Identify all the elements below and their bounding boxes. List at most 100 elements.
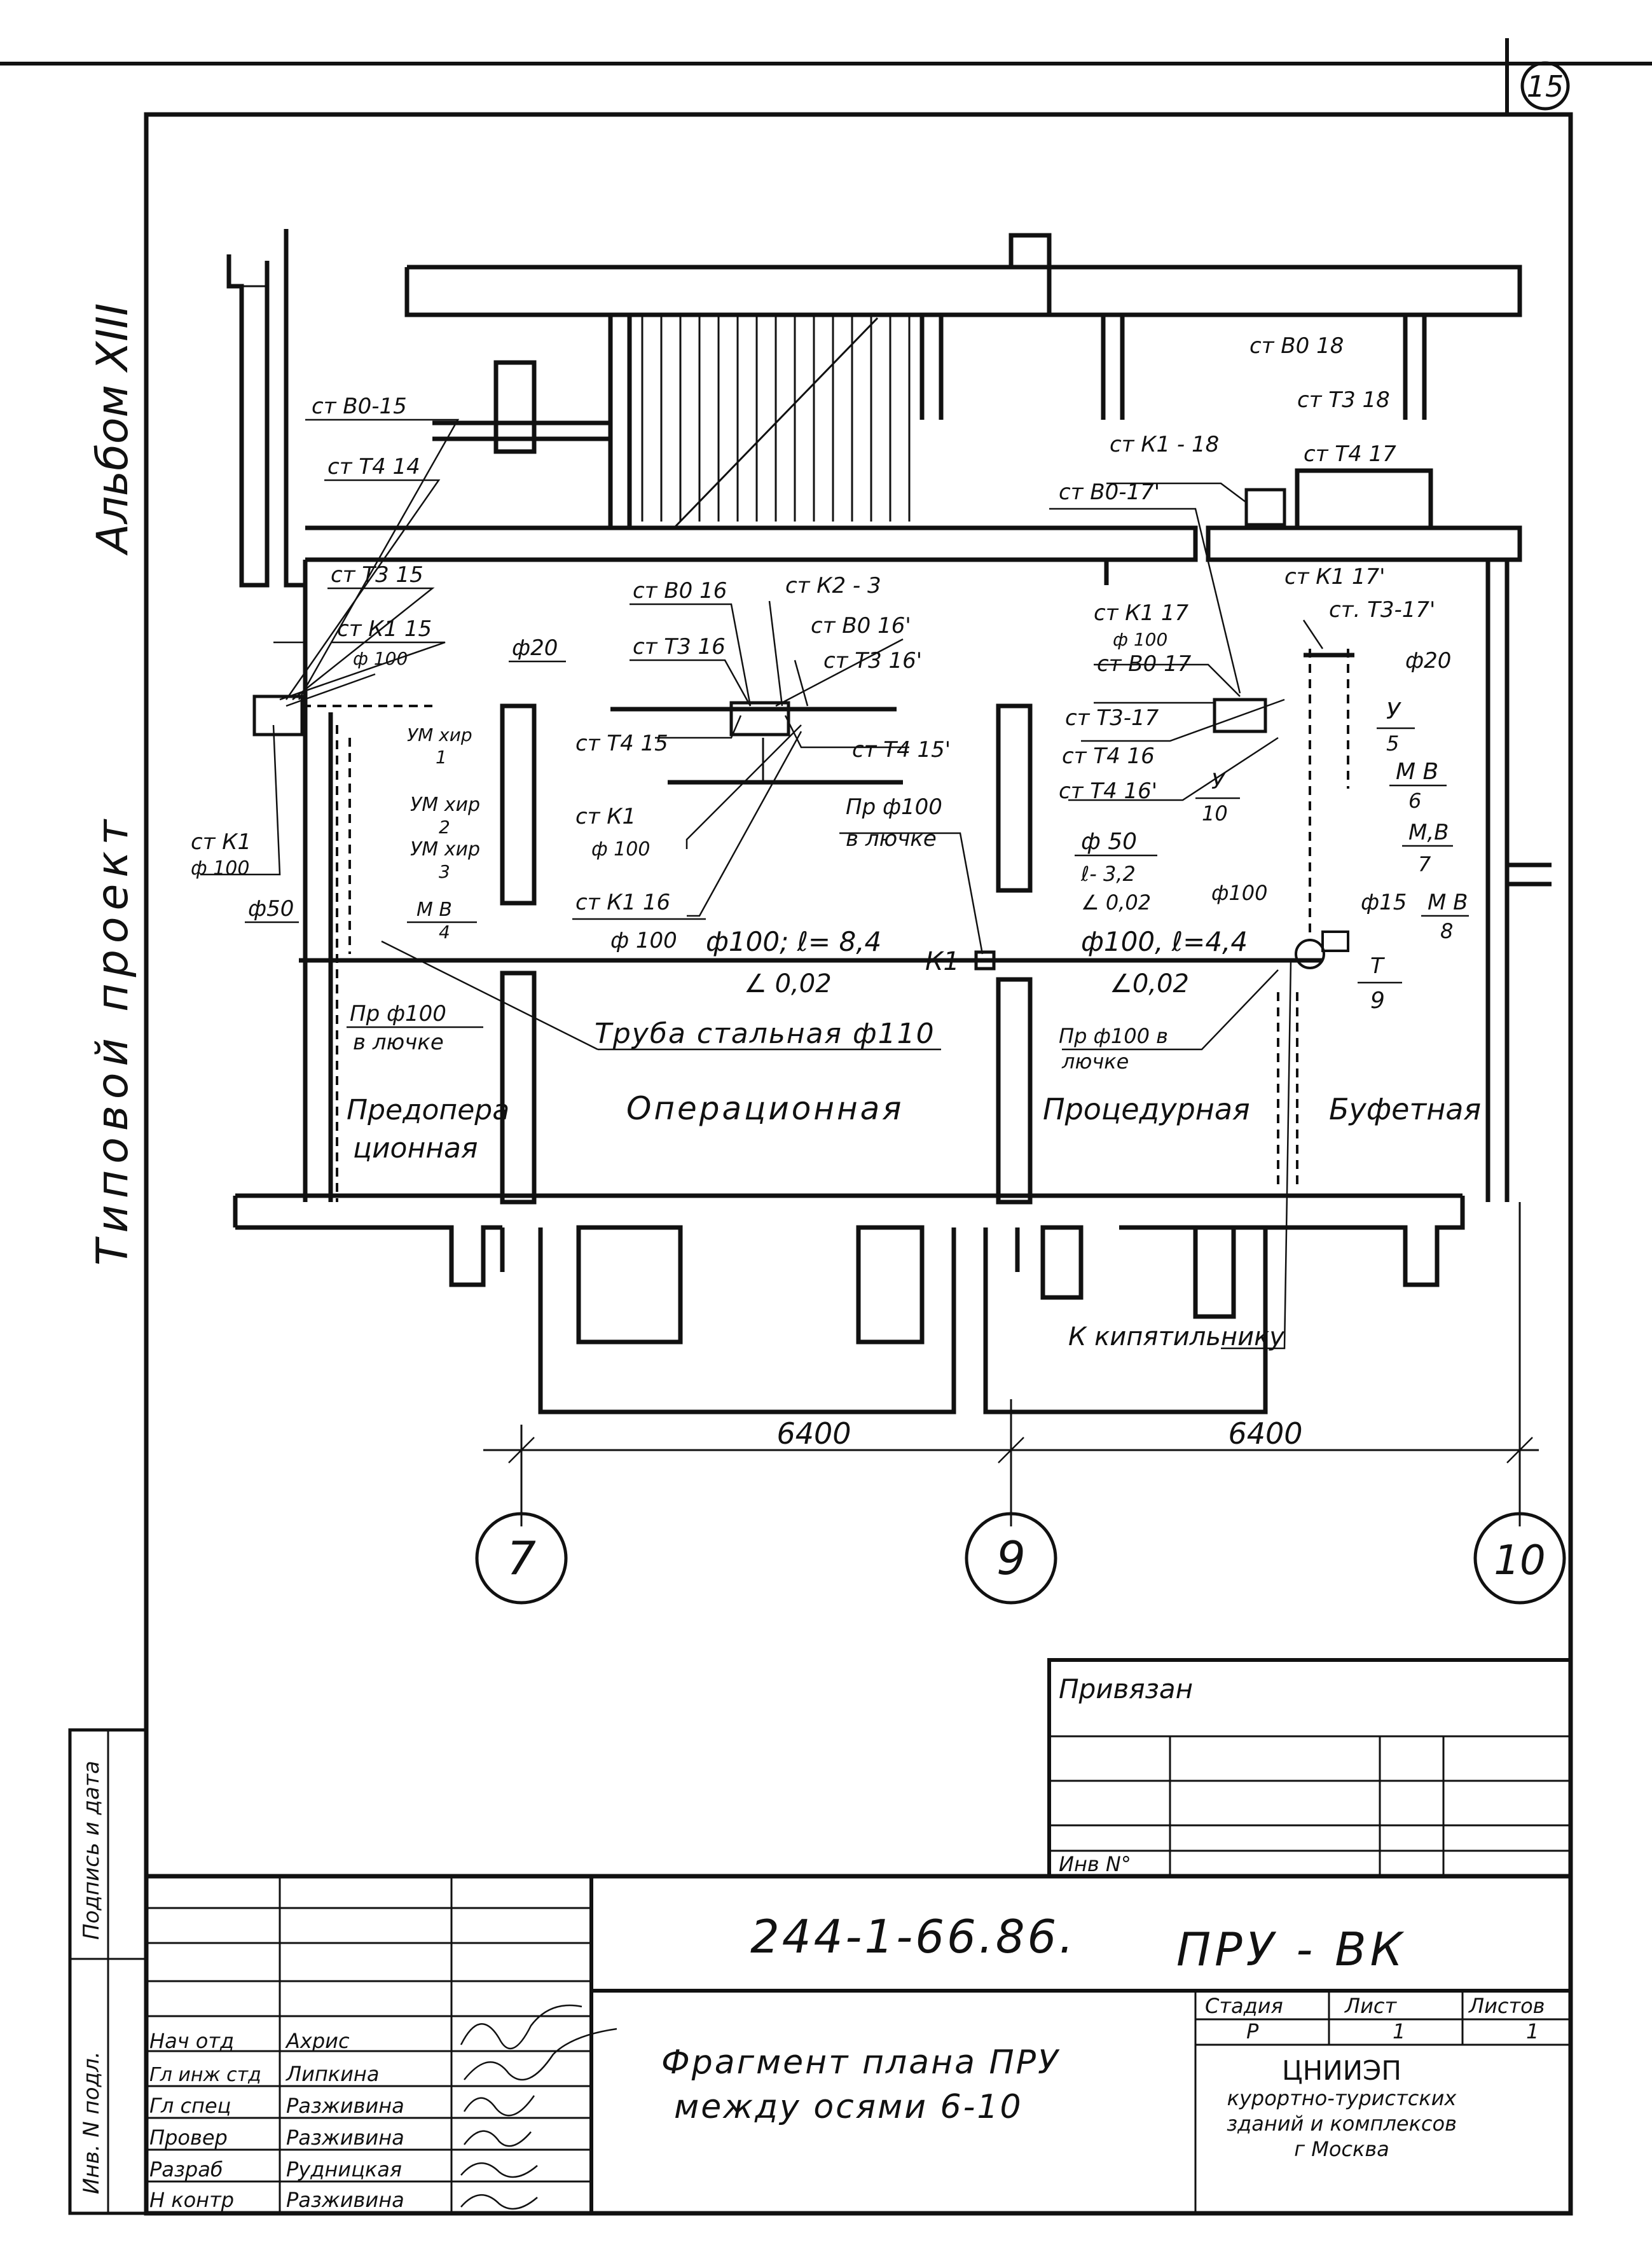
label-st-t3-16: ст Т3 16 xyxy=(633,634,726,660)
label-st-k1-mid: ст К1 xyxy=(575,804,636,829)
label-mv-4: М В xyxy=(416,899,452,921)
label-phi50-left: ф50 xyxy=(248,896,294,922)
label-steel-pipe: Труба стальная ф110 xyxy=(595,1018,935,1050)
leader-lines xyxy=(200,418,1324,1350)
org-line-3: зданий и комплексов xyxy=(1227,2112,1457,2136)
title-mark: ПРУ - ВК xyxy=(1176,1923,1407,1976)
dimension-left: 6400 xyxy=(776,1416,851,1451)
label-u-10: У xyxy=(1211,769,1226,794)
axis-marker-10: 10 xyxy=(1473,1512,1566,1605)
label-u-5-num: 5 xyxy=(1386,731,1399,756)
typical-project-label: Типовой проект xyxy=(88,813,138,1266)
label-st-v0-18: ст В0 18 xyxy=(1249,333,1344,359)
label-st-v0-17: ст В0 17 xyxy=(1097,651,1192,677)
room-procedurnaya: Процедурная xyxy=(1043,1092,1250,1126)
sig-name-3: Разживина xyxy=(286,2094,404,2118)
axis-10-label: 10 xyxy=(1494,1537,1545,1584)
label-st-t4-17: ст Т4 17 xyxy=(1304,441,1396,467)
label-mv-8: М В xyxy=(1428,890,1468,915)
sig-role-4: Провер xyxy=(149,2126,228,2150)
sheets-value: 1 xyxy=(1526,2019,1539,2043)
room-predoper-line2: ционная xyxy=(353,1132,478,1165)
axis-9-label: 9 xyxy=(996,1531,1026,1585)
axis-7-label: 7 xyxy=(507,1531,536,1585)
label-st-v0-17p: ст В0-17' xyxy=(1059,480,1160,505)
sig-role-2: Гл инж стд xyxy=(149,2064,261,2086)
label-st-k1-left: ст К1 xyxy=(191,829,251,855)
building-walls xyxy=(226,229,1552,1414)
plan-labels-middle: ст В0 16 ст Т3 16 ст Т4 15 ст К2 - 3 ст … xyxy=(572,573,960,1050)
sheet-header: Лист xyxy=(1344,1994,1397,2018)
label-um-hir-2-num: 2 xyxy=(439,817,450,838)
label-pr-mid-2: в лючке xyxy=(846,826,937,852)
label-st-k1-17: ст К1 17 xyxy=(1094,600,1189,626)
plan-labels-left: ст В0-15 ст Т4 14 ст Т3 15 ст К1 15 ф 10… xyxy=(191,394,566,1055)
label-phi100-right: ф100 xyxy=(1211,881,1267,905)
label-um-hir-1-num: 1 xyxy=(436,747,447,768)
stamp-podpis-data: Подпись и дата xyxy=(79,1760,104,1940)
label-t-9: Т xyxy=(1370,953,1385,979)
room-operacionnaya: Операционная xyxy=(626,1090,904,1127)
label-um-hir-3-num: 3 xyxy=(439,861,450,882)
label-u-5: У xyxy=(1386,698,1401,724)
label-st-t3-15: ст Т3 15 xyxy=(331,562,423,588)
sheet-value: 1 xyxy=(1393,2019,1405,2043)
label-slope-right: ∠0,02 xyxy=(1110,969,1189,999)
label-st-t4-14: ст Т4 14 xyxy=(327,454,420,480)
label-t-9-num: 9 xyxy=(1370,988,1385,1014)
label-st-t4-16p: ст Т4 16' xyxy=(1059,778,1157,804)
stamp-inv-podl: Инв. N подл. xyxy=(79,2051,104,2194)
label-phi15: ф15 xyxy=(1361,890,1407,915)
sig-name-4: Разживина xyxy=(286,2126,404,2150)
margin-stamp: Инв. N подл. Подпись и дата xyxy=(68,1728,148,2215)
label-st-t4-16: ст Т4 16 xyxy=(1062,743,1155,769)
stage-value: Р xyxy=(1246,2019,1259,2043)
title-description-1: Фрагмент плана ПРУ xyxy=(661,2043,1060,2082)
label-k1: К1 xyxy=(925,947,960,976)
label-st-k1-16: ст К1 16 xyxy=(575,890,670,915)
label-st-t3-16p: ст Т3 16' xyxy=(823,648,922,674)
sheets-header: Листов xyxy=(1468,1994,1545,2018)
label-pr-left: Пр ф100 xyxy=(350,1001,446,1027)
label-pr-left-2: в лючке xyxy=(353,1030,444,1055)
org-name: ЦНИИЭП xyxy=(1282,2055,1401,2086)
label-st-t3-17: ст Т3-17 xyxy=(1065,705,1159,731)
sig-role-1: Нач отд xyxy=(149,2029,234,2053)
room-bufetnaya: Буфетная xyxy=(1329,1092,1481,1126)
label-mv-7-num: 7 xyxy=(1418,852,1431,876)
label-pr-mid: Пр ф100 xyxy=(846,794,942,820)
room-predoper-line1: Предопера xyxy=(347,1094,509,1126)
label-slope-left: ∠ 0,02 xyxy=(744,969,832,999)
album-label: Альбом XIII xyxy=(88,303,138,556)
sig-role-3: Гл спец xyxy=(149,2094,231,2118)
label-st-t4-15: ст Т4 15 xyxy=(575,731,668,756)
label-st-k2-3: ст К2 - 3 xyxy=(785,573,881,598)
title-block: 244-1-66.86. ПРУ - ВК Фрагмент плана ПРУ… xyxy=(144,1874,1573,2216)
label-st-k1-left-diam: ф 100 xyxy=(191,857,249,880)
label-mv-4-num: 4 xyxy=(439,922,450,943)
label-um-hir-2: УМ хир xyxy=(410,794,480,816)
dimension-chain xyxy=(483,1202,1539,1526)
label-pr-right-2: лючке xyxy=(1061,1049,1129,1074)
label-st-k1-18: ст К1 - 18 xyxy=(1110,432,1219,457)
label-st-k1-17-diam: ф 100 xyxy=(1113,629,1167,650)
label-st-k1-mid-diam: ф 100 xyxy=(591,838,650,861)
label-mv-6-num: 6 xyxy=(1408,789,1421,813)
label-st-k1-15: ст К1 15 xyxy=(337,616,432,642)
label-k-kipyatilniku: К кипятильнику xyxy=(1068,1322,1285,1352)
label-phi20-left: ф20 xyxy=(512,635,558,661)
label-st-v0-16: ст В0 16 xyxy=(633,578,727,604)
sewer-pipes xyxy=(252,488,1354,971)
label-st-k1-16-diam: ф 100 xyxy=(610,928,677,953)
sig-role-5: Разраб xyxy=(149,2157,223,2181)
label-slope-3-2: ∠ 0,02 xyxy=(1081,890,1151,915)
sig-name-1: Ахрис xyxy=(285,2029,350,2053)
sheet-number: 15 xyxy=(1520,61,1570,111)
dimension-right: 6400 xyxy=(1228,1416,1302,1451)
sig-name-6: Разживина xyxy=(286,2188,404,2212)
sig-name-5: Рудницкая xyxy=(286,2157,402,2181)
title-description-2: между осями 6-10 xyxy=(674,2088,1023,2126)
label-st-t3-18: ст Т3 18 xyxy=(1297,387,1390,413)
label-st-t3-17p: ст. Т3-17' xyxy=(1329,597,1435,623)
label-phi20-right: ф20 xyxy=(1405,648,1451,674)
